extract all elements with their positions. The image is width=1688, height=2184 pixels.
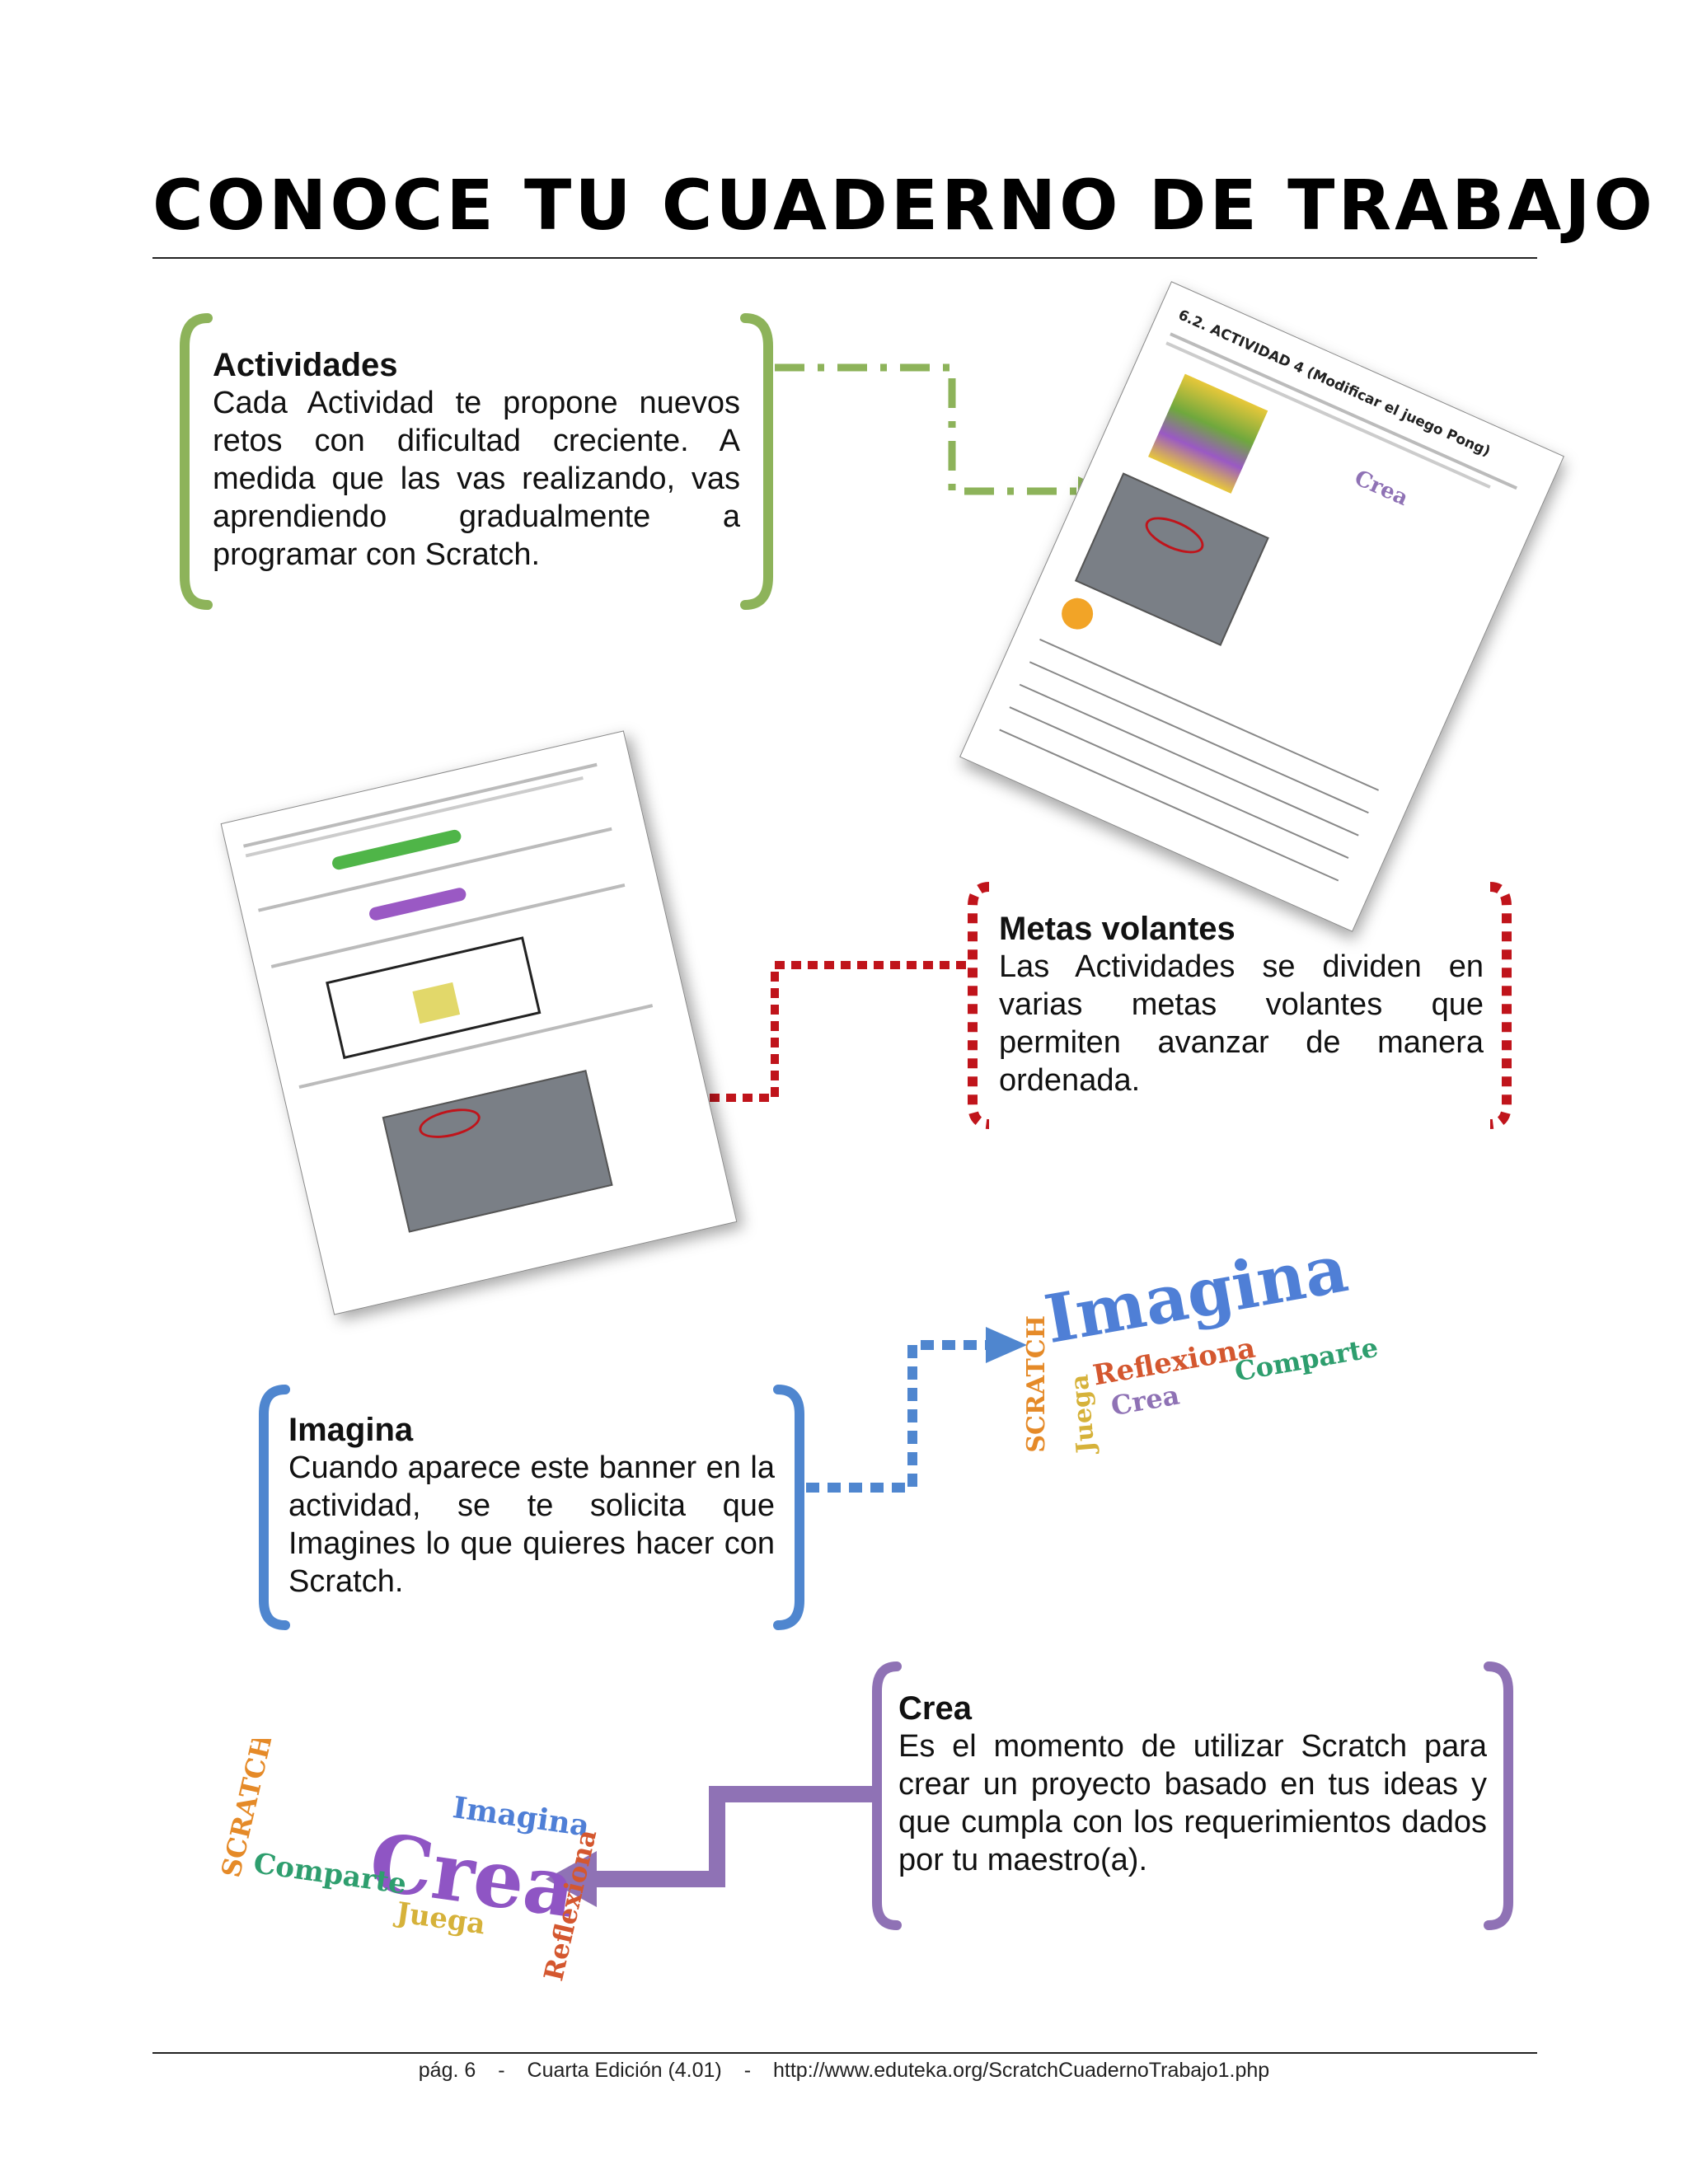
actividades-connector — [775, 363, 1080, 495]
callout-crea: Crea Es el momento de utilizar Scratch p… — [898, 1690, 1487, 1879]
callout-actividades: Actividades Cada Actividad te propone nu… — [213, 346, 740, 574]
thumbnail-crea-word: Crea — [1350, 465, 1412, 511]
metas-left-bracket — [968, 882, 990, 1129]
crea-connector — [593, 1786, 872, 1887]
title-rule — [152, 257, 1537, 259]
footer-separator: - — [743, 2059, 752, 2082]
callout-imagina-text: Cuando aparece este banner en la activid… — [288, 1451, 775, 1599]
callout-metas-heading: Metas volantes — [999, 911, 1236, 947]
callout-crea-text: Es el momento de utilizar Scratch para c… — [898, 1729, 1487, 1877]
banner-imagina: Imagina SCRATCH Juega Reflexiona Crea Co… — [1022, 1236, 1381, 1456]
imagina-right-bracket — [773, 1385, 804, 1630]
actividades-left-bracket — [180, 313, 213, 610]
callout-actividades-text: Cada Actividad te propone nuevos retos c… — [213, 386, 740, 572]
banner-imagina-word-comparte: Comparte — [1232, 1332, 1381, 1388]
metas-right-bracket — [1489, 882, 1512, 1129]
callout-metas: Metas volantes Las Actividades se divide… — [999, 910, 1484, 1099]
callout-crea-heading: Crea — [898, 1690, 972, 1727]
footer-separator: - — [498, 2059, 505, 2082]
thumbnail-purple-block — [368, 886, 467, 922]
footer-edition: Cuarta Edición (4.01) — [527, 2059, 722, 2082]
footer-rule — [152, 2052, 1537, 2054]
footer-url-link[interactable]: http://www.eduteka.org/ScratchCuadernoTr… — [773, 2059, 1270, 2082]
page-title: CONOCE TU CUADERNO DE TRABAJO — [152, 165, 1656, 246]
crea-left-bracket — [872, 1661, 902, 1930]
footer: pág. 6 - Cuarta Edición (4.01) - http://… — [0, 2059, 1688, 2083]
banner-crea: Crea Imagina SCRATCH Comparte Juega Refl… — [215, 1739, 603, 1984]
thumbnail-screenshot — [1074, 472, 1269, 646]
callout-imagina: Imagina Cuando aparece este banner en la… — [288, 1411, 775, 1601]
imagina-arrowhead — [986, 1327, 1027, 1363]
thumbnail-screenshot — [382, 1070, 613, 1233]
callout-imagina-heading: Imagina — [288, 1412, 414, 1448]
banner-imagina-word-scratch: SCRATCH — [1022, 1315, 1051, 1453]
imagina-connector — [806, 1340, 989, 1493]
imagina-left-bracket — [259, 1385, 290, 1630]
callout-actividades-heading: Actividades — [213, 347, 398, 383]
thumbnail-green-block — [331, 828, 462, 871]
banner-imagina-word-imagina: Imagina — [1039, 1236, 1353, 1358]
thumbnail-script-blocks — [1148, 373, 1268, 494]
crea-right-bracket — [1484, 1661, 1513, 1930]
actividades-right-bracket — [740, 313, 773, 610]
crea-arrowhead — [546, 1851, 597, 1907]
banner-imagina-word-juega: Juega — [1065, 1373, 1100, 1456]
thumbnail-emoji-icon — [1057, 593, 1099, 635]
callout-metas-text: Las Actividades se dividen en varias met… — [999, 949, 1484, 1098]
footer-page-number: pág. 6 — [418, 2059, 476, 2082]
